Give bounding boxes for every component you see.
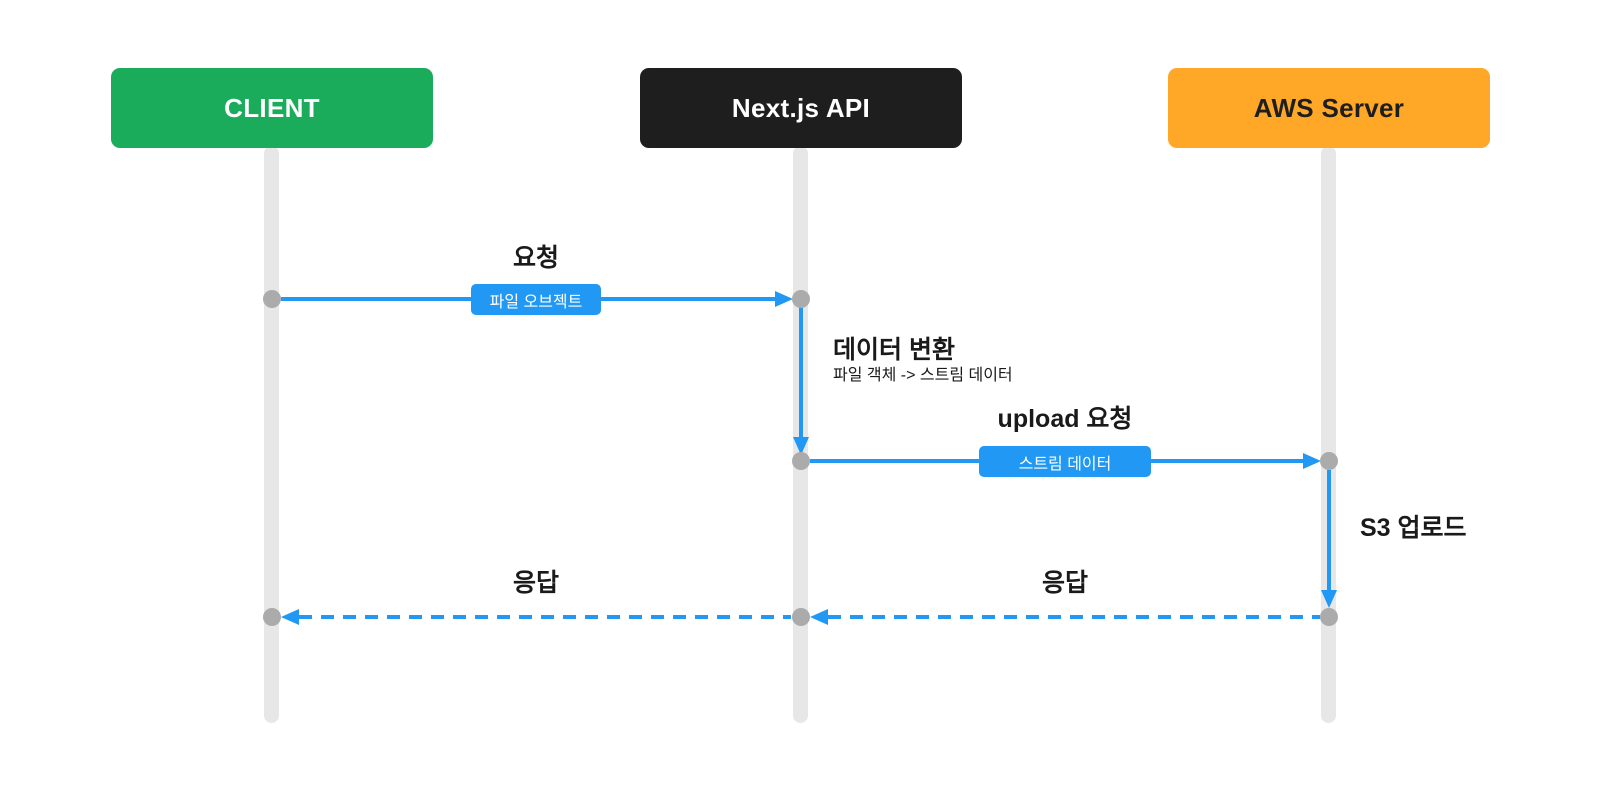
node-dot <box>792 452 810 470</box>
lifeline-aws-server <box>1321 146 1336 723</box>
arrowhead-down-icon <box>793 437 809 455</box>
transform-subtitle: 파일 객체 -> 스트림 데이터 <box>833 367 1013 384</box>
node-dot <box>263 290 281 308</box>
request-payload-badge: 파일 오브젝트 <box>471 284 601 315</box>
node-dot <box>1320 608 1338 626</box>
s3-upload-label: S3 업로드 <box>1360 514 1467 542</box>
actor-client: CLIENT <box>111 68 433 148</box>
node-dot <box>792 290 810 308</box>
arrowhead-right-icon <box>775 291 793 307</box>
response-to-client-label: 응답 <box>512 569 560 597</box>
transform-title: 데이터 변환 <box>833 336 955 364</box>
response-to-client-arrow-line <box>299 615 791 619</box>
arrowhead-left-icon <box>810 609 828 625</box>
actor-aws-server: AWS Server <box>1168 68 1490 148</box>
upload-payload-badge: 스트림 데이터 <box>979 446 1151 477</box>
s3-upload-arrow-line <box>1327 470 1331 590</box>
node-dot <box>1320 452 1338 470</box>
node-dot <box>792 608 810 626</box>
arrowhead-left-icon <box>281 609 299 625</box>
response-to-api-arrow-line <box>828 615 1320 619</box>
actor-nextjs-api: Next.js API <box>640 68 962 148</box>
arrowhead-right-icon <box>1303 453 1321 469</box>
request-label: 요청 <box>512 244 560 272</box>
transform-arrow-line <box>799 307 803 437</box>
lifeline-client <box>264 146 279 723</box>
response-to-api-label: 응답 <box>1041 569 1089 597</box>
upload-label: upload 요청 <box>997 405 1133 433</box>
arrowhead-down-icon <box>1321 590 1337 608</box>
node-dot <box>263 608 281 626</box>
